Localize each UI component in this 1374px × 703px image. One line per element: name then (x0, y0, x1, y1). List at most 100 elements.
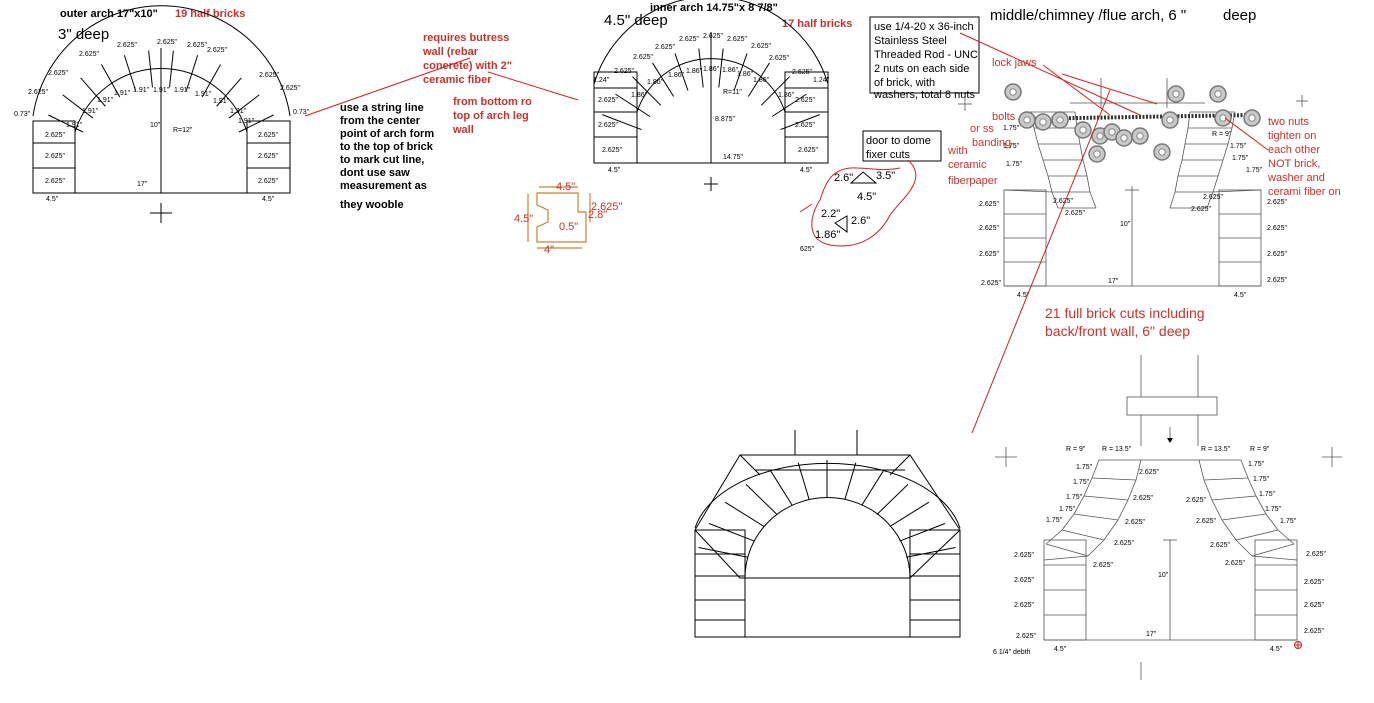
note-line: wall (rebar (422, 46, 479, 58)
mid-leg-label: 2.625" (1267, 251, 1288, 258)
voussoir-joint (1042, 159, 1049, 177)
inner-rise-label: 8.875" (715, 116, 736, 123)
threaded-rod-assembly (959, 32, 1269, 434)
voussoir-joint (1184, 127, 1189, 145)
note-line: NOT brick, (1268, 158, 1320, 170)
voussoir-joint (1117, 499, 1129, 521)
voussoir-joint (1227, 127, 1233, 145)
voussoir-joint (1135, 459, 1142, 481)
voussoir-joint (1222, 143, 1229, 161)
perspective-arch-drawing (694, 430, 961, 638)
note-line: to the top of brick (340, 141, 434, 153)
voussoir-joint (1212, 175, 1219, 193)
voussoir-joint (906, 546, 956, 558)
note-line: of brick, with (874, 77, 935, 89)
chim-brick-label: 1.75" (1059, 506, 1076, 513)
note-line: with (947, 145, 968, 157)
voussoir-joint (1235, 529, 1279, 541)
chim-brick-label: 1.75" (1259, 491, 1276, 498)
voussoir-joint (745, 484, 778, 515)
outer-rise-label: 10" (150, 122, 161, 129)
note-line: dont use saw (340, 167, 410, 179)
inner-arch-brick-count: 17 half bricks (782, 18, 852, 30)
outer-inner-label: 1.91" (153, 87, 170, 94)
outer-end-cut-label: 0.73" (14, 111, 31, 118)
voussoir-joint (1255, 495, 1267, 515)
voussoir-joint (602, 114, 642, 131)
chim-leg-label: 2.625" (1014, 552, 1035, 559)
chim-leg-label: 2.625" (1304, 602, 1325, 609)
chim-brick-label: 1.75" (1066, 494, 1083, 501)
cut-brick-outline (536, 192, 587, 243)
nut-hole-icon (1093, 150, 1101, 158)
voussoir-joint (1045, 529, 1063, 545)
outer-span-label: 17" (137, 181, 148, 188)
door-cut-label: 3.5" (876, 170, 895, 182)
leader-line (971, 89, 1111, 434)
inner-arch-extrados (593, 0, 829, 85)
nut-hole-icon (1079, 126, 1087, 134)
mid-course-label: 2.625" (1191, 206, 1212, 213)
voussoir-joint (724, 501, 765, 528)
string-line-note: use a string line from the center point … (340, 102, 434, 211)
cut-bottom-label: 4" (544, 244, 554, 256)
outer-inner-label: 1.91" (238, 118, 255, 125)
voussoir-joint (201, 64, 222, 98)
note-line: they wooble (340, 199, 404, 211)
mid-brick-label: 1.75" (1246, 167, 1263, 174)
chim-brick-label: 1.75" (1076, 464, 1093, 471)
outer-inner-label: 1.91" (133, 87, 150, 94)
outer-brick-label: 2.625" (259, 72, 280, 79)
banding-label: banding (972, 137, 1011, 149)
voussoir-joint (615, 93, 651, 117)
chim-course-label: 2.625" (1186, 497, 1207, 504)
inner-inner-label: 1.86" (753, 77, 770, 84)
voussoir-joint (1086, 175, 1091, 193)
buttress-note: requires butress wall (rebar conerete) w… (422, 32, 532, 136)
voussoir-joint (1091, 477, 1137, 481)
leader-line (1224, 117, 1269, 151)
mid-leg-width-label: 4.5" (1017, 292, 1030, 299)
outer-leg-label: 2.625" (45, 178, 66, 185)
outer-inner-label: 1.91" (114, 90, 131, 97)
voussoir-joint (1033, 127, 1039, 145)
chim-leg-label: 2.625" (1304, 628, 1325, 635)
inner-leg-label: 2.625" (798, 147, 819, 154)
inner-leg-width-label: 4.5" (608, 167, 621, 174)
nut-hole-icon (1158, 148, 1166, 156)
nut-group (1004, 83, 1261, 163)
chim-leg-label: 2.625" (1304, 579, 1325, 586)
voussoir-joint (1203, 479, 1213, 501)
outer-inner-label: 1.91" (195, 91, 212, 98)
note-line: each other (1268, 144, 1320, 156)
voussoir-joint (708, 523, 755, 542)
note-line: door to dome (866, 135, 931, 147)
chim-leg-label: 2.625" (1306, 551, 1327, 558)
chim-course-label: 2.625" (1114, 540, 1135, 547)
voussoir-joint (1177, 159, 1183, 177)
nut-hole-icon (1039, 118, 1047, 126)
mid-leg-label: 2.625" (1267, 199, 1288, 206)
chimney-arch-drawing: R = 9" R = 13.5" R = 13.5" R = 9" 1.75" … (993, 355, 1342, 680)
voussoir-joint (1043, 555, 1089, 561)
inner-brick-label: 2.625" (614, 68, 635, 75)
chim-rise-label: 10" (1158, 572, 1169, 579)
voussoir-joint (62, 94, 94, 119)
mid-course-label: 2.625" (1203, 194, 1224, 201)
chim-course-label: 2.625" (1139, 469, 1160, 476)
rod-side-notes: lock jaws bolts or ss banding with ceram… (947, 57, 1341, 339)
inner-inner-label: 1.86" (703, 66, 720, 73)
threaded-rod-note: use 1/4-20 x 36-inch Stainless Steel Thr… (869, 16, 980, 101)
voussoir-joint (698, 546, 748, 558)
door-cut-outline (811, 159, 917, 247)
leader-line (1042, 64, 1111, 116)
voussoir-joint (228, 94, 260, 119)
voussoir-joint (1103, 519, 1119, 541)
voussoir-joint (674, 53, 689, 91)
outer-arch-drawing: outer arch 17"x10" 19 half bricks 3" dee… (14, 5, 310, 223)
nut-hole-icon (1056, 116, 1064, 124)
nut-hole-icon (1009, 88, 1017, 96)
voussoir-joint (889, 501, 930, 528)
outer-brick-label: 2.625" (157, 39, 178, 46)
inner-arch-drawing: inner arch 14.75"x 8 7/8" 4.5" deep 17 h… (593, 0, 852, 191)
